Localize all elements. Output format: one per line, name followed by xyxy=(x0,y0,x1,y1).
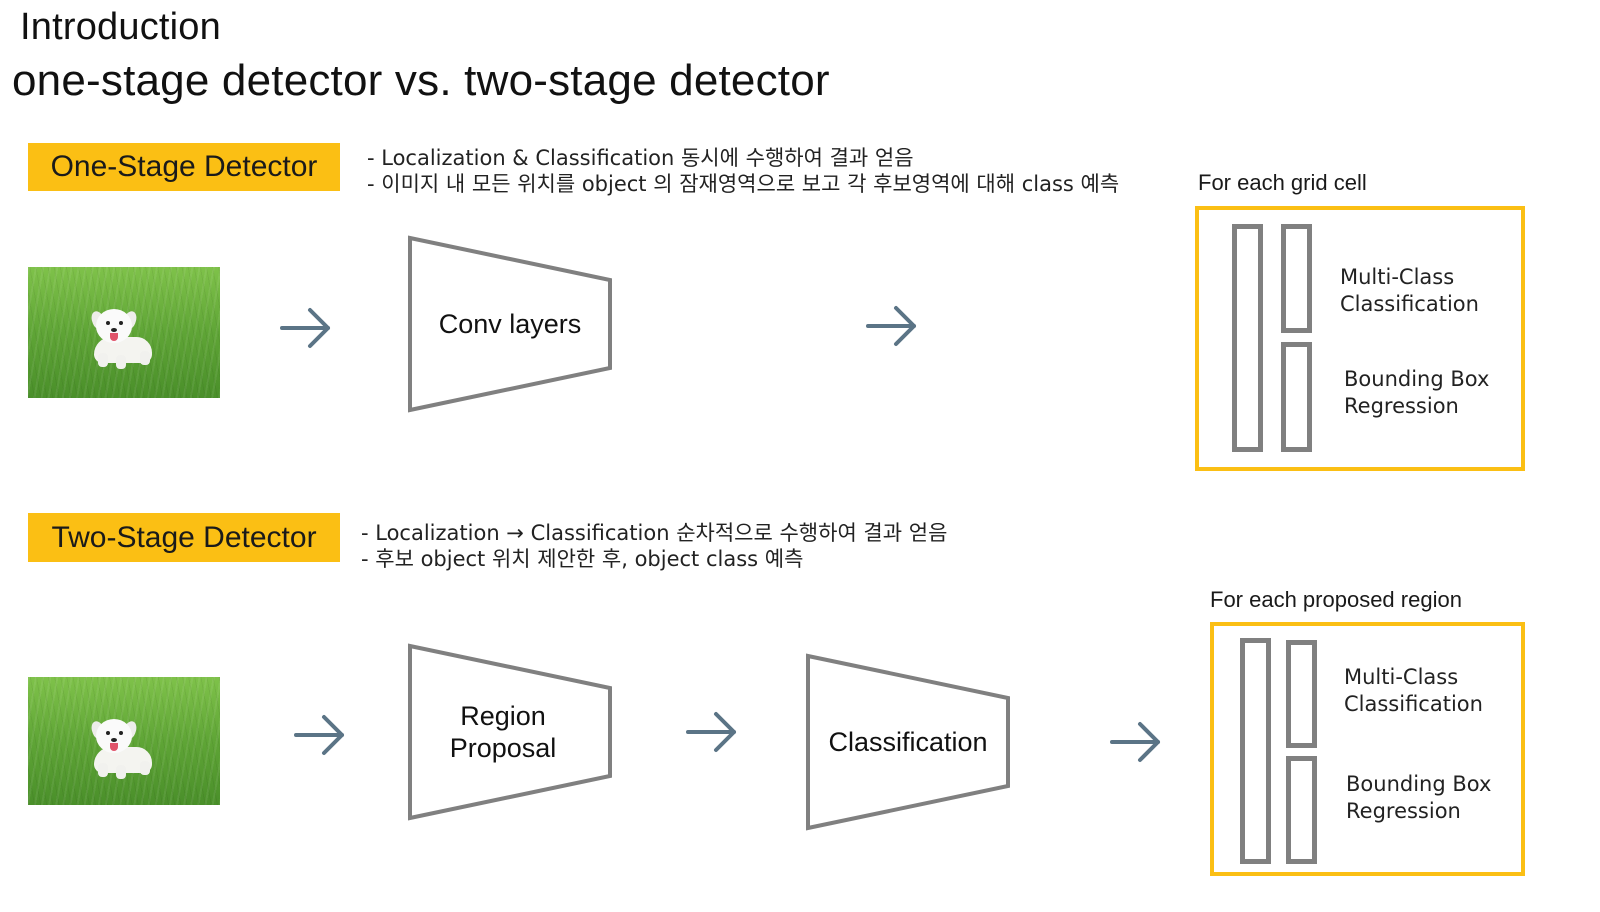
classification-label: Multi-Class Classification xyxy=(1344,664,1483,718)
input-dog-image xyxy=(28,267,220,398)
feature-vector-bar xyxy=(1240,638,1271,864)
two-stage-note-1: - Localization → Classification 순차적으로 수행… xyxy=(361,521,948,545)
classification-label-line2: Classification xyxy=(1340,292,1479,316)
regression-label-line2: Regression xyxy=(1346,799,1461,823)
conv-layers-label: Conv layers xyxy=(438,309,582,339)
classification-label-line1: Multi-Class xyxy=(1344,665,1459,689)
classification-label: Multi-Class Classification xyxy=(1340,264,1479,318)
grid-cell-output-box: Multi-Class Classification Bounding Box … xyxy=(1195,206,1525,471)
grid-cell-caption: For each grid cell xyxy=(1198,170,1367,195)
two-stage-label: Two-Stage Detector xyxy=(28,513,340,562)
region-proposal-label-line2: Proposal xyxy=(449,733,557,763)
arrow-right-icon xyxy=(292,713,348,757)
proposed-region-output-box: Multi-Class Classification Bounding Box … xyxy=(1210,622,1525,876)
classification-block: Classification xyxy=(806,653,1010,831)
classification-block-label: Classification xyxy=(828,727,988,757)
regression-label-line2: Regression xyxy=(1344,394,1459,418)
regression-bar xyxy=(1286,756,1317,864)
arrow-right-icon xyxy=(864,304,920,348)
arrow-right-icon xyxy=(1108,720,1164,764)
region-proposal-block: Region Proposal xyxy=(408,643,612,821)
page-title: one-stage detector vs. two-stage detecto… xyxy=(12,56,830,105)
classification-label-line1: Multi-Class xyxy=(1340,265,1455,289)
regression-label-line1: Bounding Box xyxy=(1344,367,1490,391)
regression-bar xyxy=(1281,342,1312,452)
classification-label-line2: Classification xyxy=(1344,692,1483,716)
proposed-region-caption: For each proposed region xyxy=(1210,587,1462,612)
one-stage-label: One-Stage Detector xyxy=(28,143,340,191)
classification-bar xyxy=(1286,640,1317,748)
two-stage-note-2: - 후보 object 위치 제안한 후, object class 예측 xyxy=(361,547,804,571)
conv-layers-block: Conv layers xyxy=(408,235,612,413)
section-title: Introduction xyxy=(20,6,221,48)
one-stage-note-1: - Localization & Classification 동시에 수행하여… xyxy=(367,146,914,170)
classification-bar xyxy=(1281,224,1312,333)
arrow-right-icon xyxy=(684,710,740,754)
one-stage-note-2: - 이미지 내 모든 위치를 object 의 잠재영역으로 보고 각 후보영역… xyxy=(367,172,1120,196)
feature-vector-bar xyxy=(1232,224,1263,452)
region-proposal-label: Region Proposal xyxy=(408,644,598,820)
regression-label: Bounding Box Regression xyxy=(1346,771,1491,825)
arrow-right-icon xyxy=(278,306,334,350)
one-stage-label-text: One-Stage Detector xyxy=(50,150,318,183)
two-stage-label-text: Two-Stage Detector xyxy=(51,520,317,554)
region-proposal-label-line1: Region xyxy=(460,701,546,731)
regression-label-line1: Bounding Box xyxy=(1346,772,1492,796)
input-dog-image xyxy=(28,677,220,805)
regression-label: Bounding Box Regression xyxy=(1344,366,1489,420)
